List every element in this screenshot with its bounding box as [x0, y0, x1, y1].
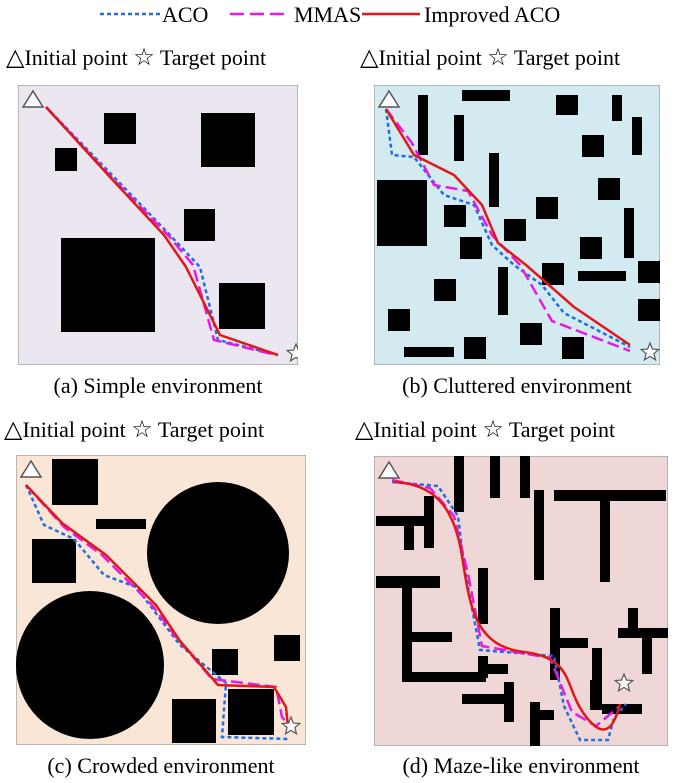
legend-improved-label: Improved ACO [424, 2, 561, 27]
panel-a-marker-legend: △Initial point ☆ Target point [6, 43, 267, 71]
legend-aco-label: ACO [162, 2, 209, 27]
aco-path [384, 108, 631, 349]
aco-path [391, 480, 627, 742]
panel-b-map [374, 85, 660, 365]
panel-c-caption: (c) Crowded environment [47, 753, 275, 778]
initial-point-triangle-icon [377, 460, 401, 479]
improved-aco-path [384, 108, 631, 347]
target-point-star-icon [613, 672, 635, 693]
improved-aco-path [25, 484, 290, 728]
panel-b-caption: (b) Cluttered environment [402, 373, 632, 398]
obstacles [55, 113, 265, 332]
map-background [374, 456, 668, 746]
triangle-icon: △ [355, 415, 374, 443]
star-icon: ☆ [133, 43, 155, 71]
legend: ACO MMAS Improved ACO [0, 0, 685, 40]
legend-mmas-label: MMAS [294, 2, 362, 27]
triangle-icon: △ [4, 415, 23, 443]
initial-point-triangle-icon [19, 459, 43, 478]
triangle-icon: △ [360, 43, 379, 71]
star-icon: ☆ [131, 415, 153, 443]
panel-b-marker-legend: △Initial point ☆ Target point [360, 43, 621, 71]
target-point-star-icon [639, 341, 660, 362]
improved-aco-path [393, 480, 622, 731]
panel-c-marker-legend: △Initial point ☆ Target point [4, 415, 265, 443]
initial-point-triangle-icon [377, 89, 401, 108]
obstacles [16, 459, 300, 743]
mmas-path [45, 106, 277, 357]
panel-d-marker-legend: △Initial point ☆ Target point [355, 415, 616, 443]
triangle-icon: △ [6, 43, 25, 71]
initial-point-triangle-icon [21, 89, 45, 108]
panel-c-map [16, 455, 306, 745]
target-point-star-icon [280, 715, 302, 736]
star-icon: ☆ [487, 43, 509, 71]
panel-d-caption: (d) Maze-like environment [402, 753, 640, 778]
panel-d-map [374, 456, 668, 746]
target-point-star-icon [285, 342, 298, 363]
obstacles [376, 456, 668, 746]
obstacles [377, 90, 660, 359]
panel-a-map [18, 85, 298, 365]
star-icon: ☆ [482, 415, 504, 443]
panel-a-caption: (a) Simple environment [53, 373, 263, 398]
aco-path [45, 106, 279, 357]
improved-aco-path [45, 106, 279, 357]
